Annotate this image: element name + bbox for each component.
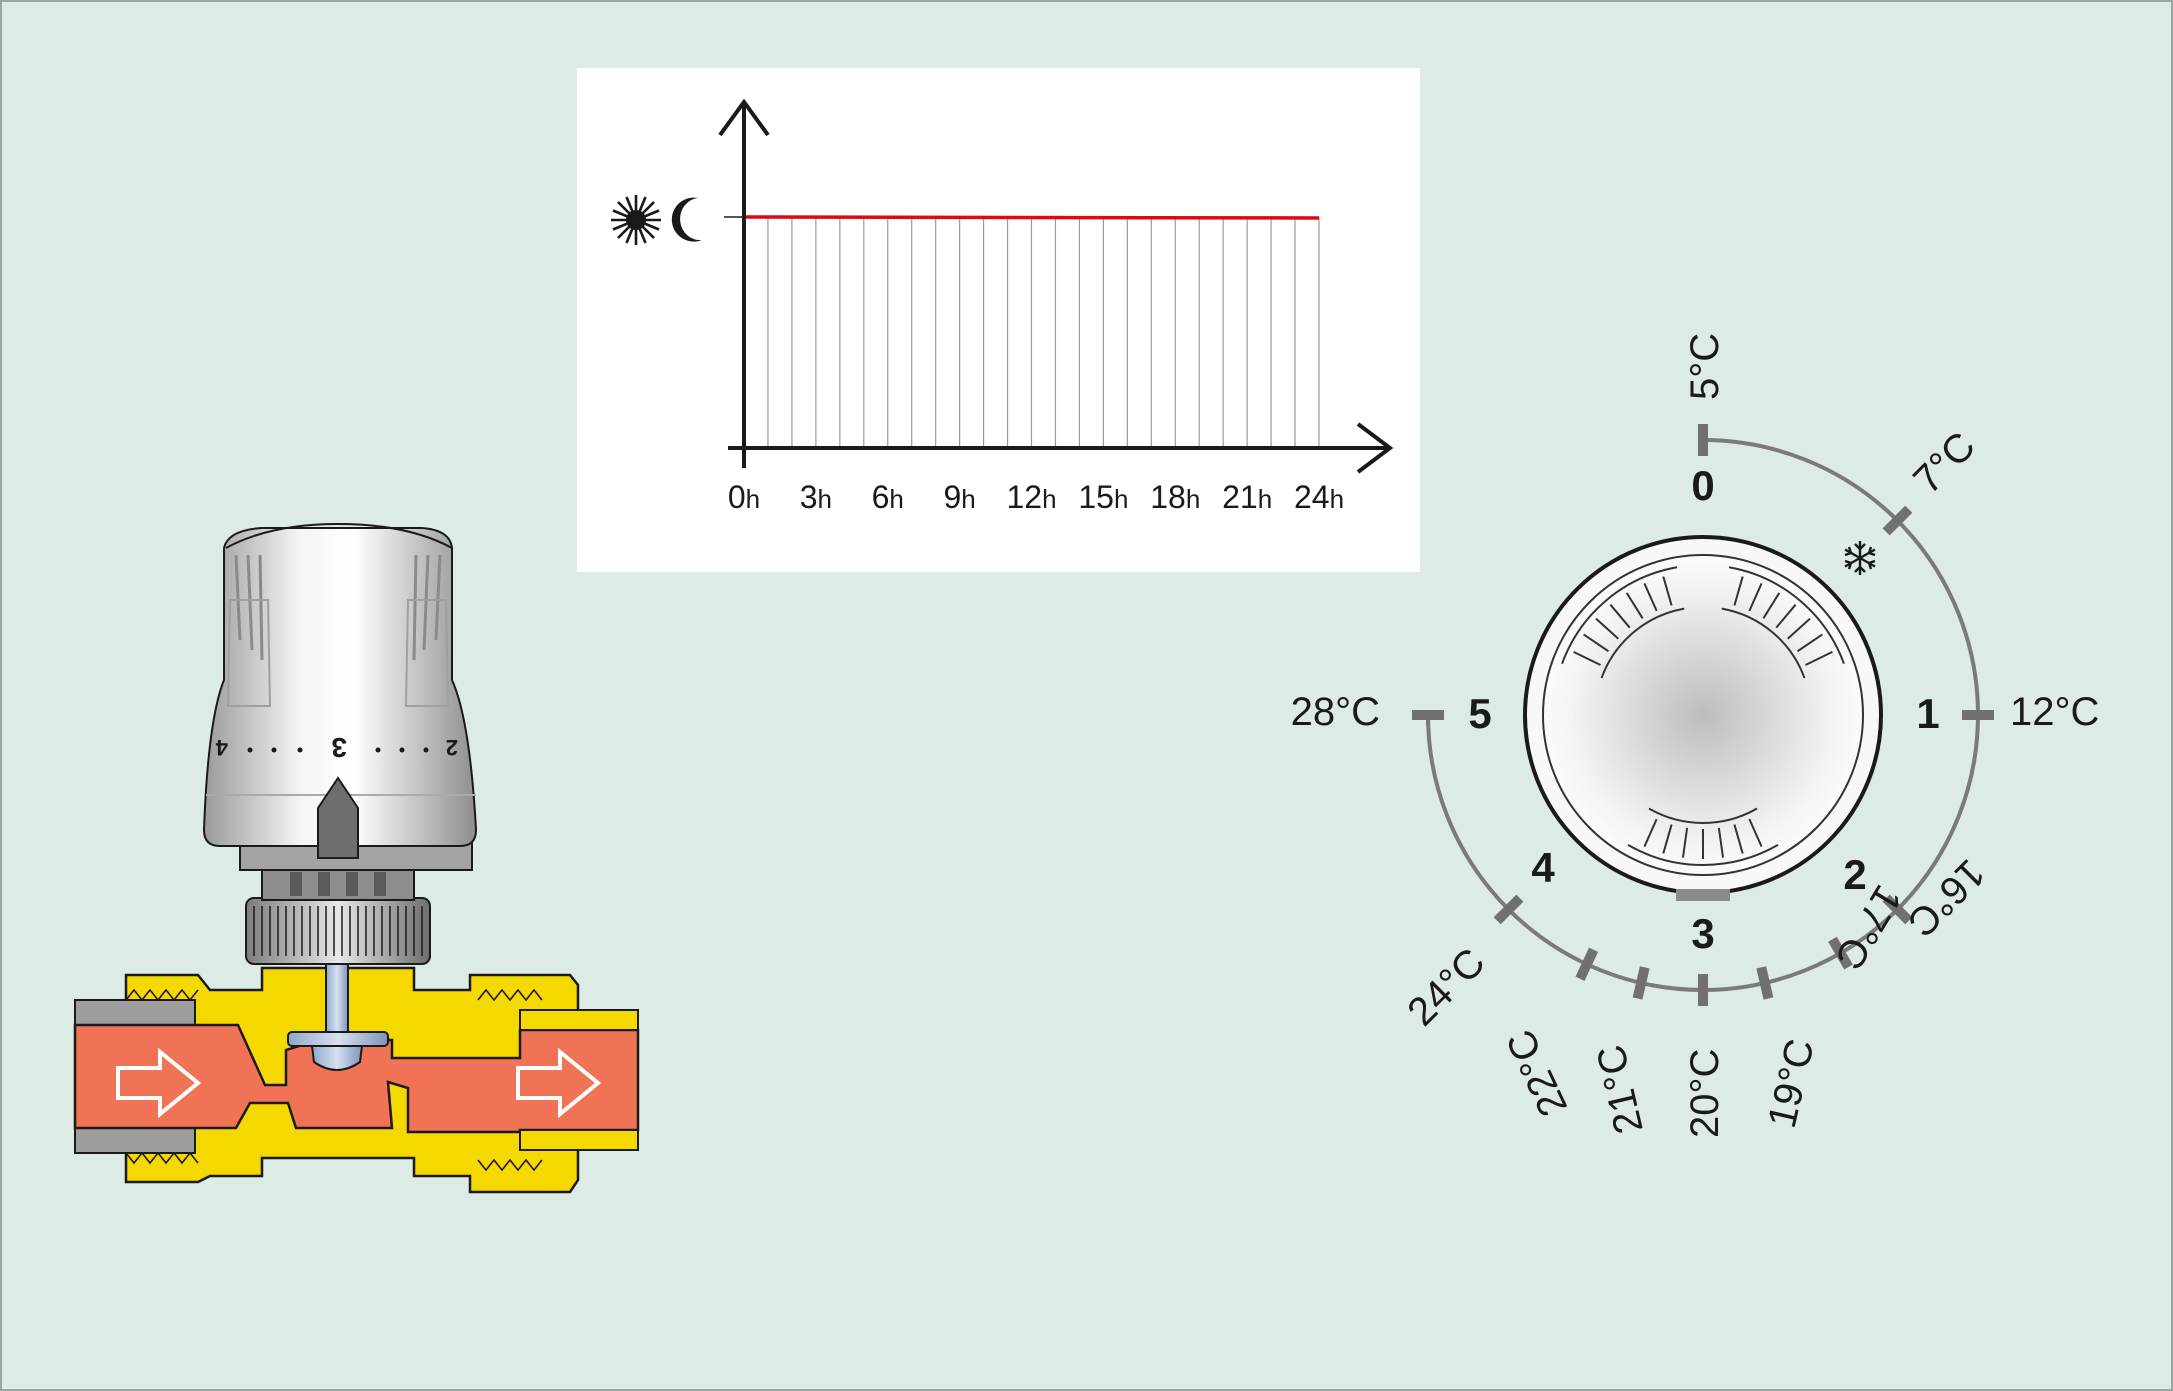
- dial-scale-arc: [1426, 438, 1980, 992]
- thermostatic-valve-illustration: 2 3 4: [73, 522, 640, 1194]
- valve-plate: [287, 1031, 389, 1047]
- dial-tick: [1632, 966, 1650, 1000]
- outlet-union-bottom: [519, 1129, 639, 1151]
- temp-label-19c: 19°C: [1760, 1035, 1823, 1132]
- temp-label-20c: 20°C: [1683, 1049, 1727, 1138]
- dial-tick: [1756, 966, 1774, 1000]
- valve-plug: [310, 1045, 364, 1071]
- temperature-dial: 0 1 2 3 4 5 5°C 7°C 12°C 16°C 17°C 19°C …: [1291, 333, 2100, 1138]
- dial-grip: [1721, 566, 1845, 679]
- temp-label-12c: 12°C: [2010, 690, 2099, 734]
- dial-tick: [1828, 936, 1853, 970]
- head-scale-mark-3: 3: [331, 732, 347, 763]
- head-grip-panel: [226, 599, 272, 707]
- y-axis-arrow: [718, 98, 770, 137]
- flow-arrow-icon: [116, 1047, 202, 1119]
- sun-icon: [611, 195, 661, 245]
- setting-pointer: [317, 776, 359, 859]
- temp-label-17c: 17°C: [1826, 877, 1910, 976]
- x-tick-label: 9h: [943, 479, 975, 515]
- dial-grip-ridges: [1561, 566, 1845, 866]
- dial-tick: [1882, 505, 1913, 536]
- x-tick-label: 24h: [1294, 479, 1344, 515]
- valve-collar: [261, 865, 415, 901]
- x-tick-label: 0h: [728, 479, 760, 515]
- dial-position-3: 3: [1691, 910, 1714, 957]
- dial-position-2: 2: [1843, 851, 1866, 898]
- valve-stem: [325, 959, 349, 1039]
- temp-label-24c: 24°C: [1399, 940, 1493, 1034]
- inlet-pipe-stub: [74, 999, 196, 1026]
- x-tick-label: 6h: [872, 479, 904, 515]
- inlet-pipe-stub-bottom: [74, 1127, 196, 1154]
- dial-tick: [1493, 894, 1524, 925]
- dial-position-4: 4: [1531, 844, 1555, 891]
- temp-label-7c: 7°C: [1905, 424, 1984, 503]
- knurled-nut: [245, 897, 431, 965]
- chart-panel: [577, 68, 1420, 572]
- dial-tick: [1575, 947, 1599, 981]
- dial-knob-face: [1542, 554, 1864, 876]
- dial-ticks: [1412, 424, 1994, 1006]
- temp-label-16c: 16°C: [1899, 851, 1993, 945]
- dial-grip: [1561, 566, 1685, 679]
- dial-position-0: 0: [1691, 462, 1714, 509]
- head-grip-panel: [404, 599, 450, 707]
- dial-position-5: 5: [1468, 690, 1491, 737]
- x-tick-label: 12h: [1006, 479, 1056, 515]
- collar-slots: [290, 872, 386, 896]
- flow-arrow-icon: [516, 1047, 602, 1119]
- head-scale-mark-2: 2: [446, 735, 458, 760]
- snowflake-icon: [1844, 541, 1876, 575]
- head-scale-mark-4: 4: [215, 735, 228, 760]
- moon-icon: [671, 197, 702, 242]
- x-tick-label: 15h: [1078, 479, 1128, 515]
- dial-tick: [1882, 894, 1913, 925]
- temp-label-5c: 5°C: [1683, 333, 1727, 400]
- temp-label-28c: 28°C: [1291, 690, 1380, 734]
- thread-hatching: [125, 988, 543, 1172]
- temp-label-21c: 21°C: [1589, 1041, 1652, 1138]
- dial-grip: [1627, 807, 1779, 866]
- dial-position-1: 1: [1916, 690, 1939, 737]
- x-tick-label: 3h: [800, 479, 832, 515]
- head-grip-ribs: [234, 554, 442, 661]
- temp-label-22c: 22°C: [1499, 1023, 1577, 1123]
- dial-marker: [1676, 889, 1730, 901]
- schedule-line: [743, 215, 1320, 220]
- x-tick-label: 21h: [1222, 479, 1272, 515]
- x-tick-labels: 0h 3h 6h 9h 12h 15h 18h 21h 24h: [728, 479, 1344, 515]
- outlet-union: [519, 1009, 639, 1031]
- x-axis-arrow: [1356, 422, 1394, 474]
- nut-ridges: [253, 906, 423, 956]
- x-tick-label: 18h: [1150, 479, 1200, 515]
- schedule-chart: 0h 3h 6h 9h 12h 15h 18h 21h 24h: [577, 68, 1420, 572]
- head-scale-dots: [247, 747, 429, 753]
- head-dome: [225, 522, 453, 549]
